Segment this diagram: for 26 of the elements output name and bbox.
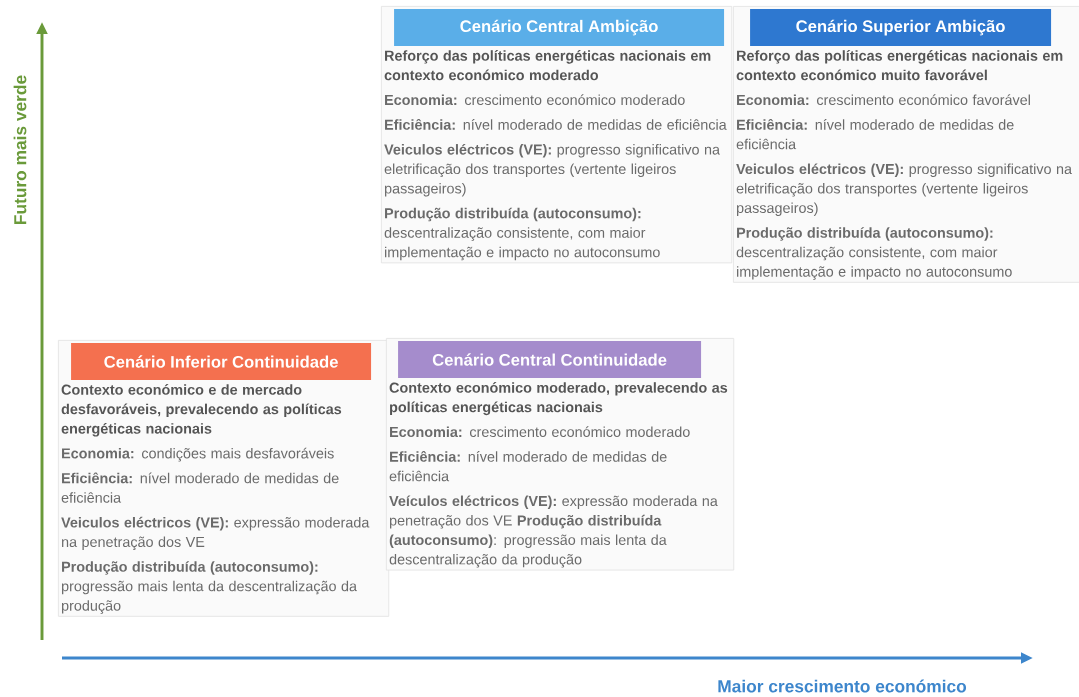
scenario-panel (381, 6, 733, 264)
scenario-detail: Economia: crescimento económico moderado (390, 426, 690, 438)
scenario-summary: Reforço das políticas energéticas nacionais em contexto económico muito favorável (736, 50, 1063, 81)
scenario-heading: Cenário Superior Ambição (750, 9, 1052, 47)
scenario-panel (386, 338, 735, 571)
scenario-detail: Veiculos eléctricos (VE): progresso significativo na eletrificação dos transportes (vertente ligeiros passageiros) (736, 163, 1072, 216)
scenario-summary: Contexto económico moderado, prevalecendo as políticas energéticas nacionais (389, 382, 728, 416)
scenario-heading: Cenário Central Ambição (394, 9, 725, 47)
scenario-detail: Economia: crescimento económico moderado (385, 94, 685, 106)
scenario-heading: Cenário Inferior Continuidade (71, 343, 372, 381)
axis-label: Maior crescimento económico (718, 679, 967, 693)
scenario-detail: Produção distribuída (autoconsumo): descentralização consistente, com maior implementação e impacto no autoconsumo (736, 227, 1012, 280)
scenario-heading: Cenário Central Continuidade (398, 341, 702, 379)
scenario-summary: Contexto económico e de mercado desfavoráveis, prevalecendo as políticas energéticas nacionais (61, 384, 342, 437)
scenario-detail: Eficiência: nível moderado de medidas de eficiência (385, 118, 727, 130)
scenario-detail: Economia: condições mais desfavoráveis (62, 447, 334, 462)
scenario-detail: Veículos eléctricos (VE): expressão moderada na penetração dos VE Produção distribuída (autoconsumo): progressão mais lenta da descentralização da produção (389, 495, 718, 568)
scenario-detail: Veiculos eléctricos (VE): expressão moderada na penetração dos VE (61, 516, 370, 550)
scenario-panel (733, 6, 1079, 283)
axis-label: Futuro mais verde (13, 75, 27, 224)
scenario-detail: Economia: crescimento económico favorável (737, 94, 1030, 106)
scenario-detail: Veiculos eléctricos (VE): progresso significativo na eletrificação dos transportes (vertente ligeiros passageiros) (384, 143, 720, 197)
scenario-detail: Produção distribuída (autoconsumo): progressão mais lenta da descentralização da produção (62, 561, 357, 614)
scenario-panel (58, 340, 390, 617)
scenario-detail: Produção distribuída (autoconsumo): descentralização consistente, com maior implementação e impacto no autoconsumo (384, 207, 660, 261)
scenario-summary: Reforço das políticas energéticas nacionais em contexto económico moderado (384, 50, 711, 81)
